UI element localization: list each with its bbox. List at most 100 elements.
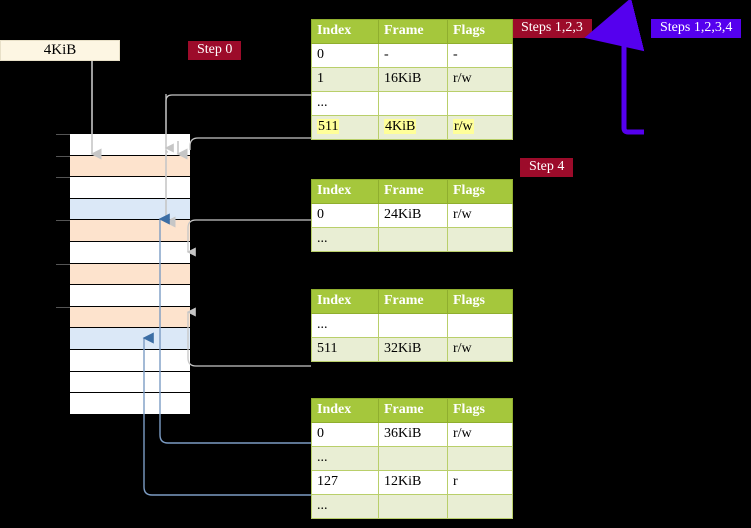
cell-highlight: 511: [317, 119, 340, 134]
cell-index: ...: [311, 91, 379, 116]
cell-flags: r/w: [447, 67, 513, 92]
badge-steps-123: Steps 1,2,3: [512, 19, 592, 38]
cell-highlight: 4KiB: [384, 119, 417, 134]
memory-row: [70, 263, 190, 286]
badge-step-4: Step 4: [520, 158, 574, 177]
memory-row: [70, 177, 190, 199]
memory-row-tick: [56, 220, 70, 222]
memory-row-tick: [56, 155, 70, 157]
cell-frame: [378, 227, 448, 252]
col-header-flags: Flags: [447, 179, 513, 204]
connector-t3-row511-to-memory: [186, 307, 311, 367]
table-row: ...: [311, 227, 513, 252]
cell-frame: 32KiB: [378, 337, 448, 362]
cell-index: ...: [311, 446, 379, 471]
cell-flags: r/w: [447, 115, 513, 140]
cell-index: ...: [311, 313, 379, 338]
badge-step-4-label: Step 4: [529, 159, 565, 174]
col-header-flags: Flags: [447, 289, 513, 314]
connector-t1-511-to-memory: [189, 137, 311, 150]
col-header-frame: Frame: [378, 289, 448, 314]
memory-row: [70, 328, 190, 350]
col-header-flags: Flags: [447, 19, 513, 44]
table-header-row: Index Frame Flags: [311, 289, 513, 314]
cell-frame: 4KiB: [378, 115, 448, 140]
col-header-index: Index: [311, 398, 379, 423]
connector-t2-row0-to-memory: [186, 219, 311, 257]
col-header-index: Index: [311, 179, 379, 204]
cell-flags: [447, 494, 513, 519]
memory-row-tick: [56, 263, 70, 265]
cell-flags: -: [447, 43, 513, 68]
col-header-frame: Frame: [378, 398, 448, 423]
col-header-flags: Flags: [447, 398, 513, 423]
col-header-index: Index: [311, 19, 379, 44]
cell-index: 0: [311, 43, 379, 68]
memory-row: [70, 242, 190, 264]
cell-flags: r/w: [447, 337, 513, 362]
cell-flags: r/w: [447, 203, 513, 228]
cell-frame: [378, 91, 448, 116]
table-row: ...: [311, 494, 513, 519]
table-row: ...: [311, 313, 513, 338]
cell-flags: [447, 227, 513, 252]
badge-steps-1234-label: Steps 1,2,3,4: [660, 20, 733, 35]
memory-row-tick: [56, 134, 70, 135]
badge-steps-1234: Steps 1,2,3,4: [651, 19, 742, 38]
cell-index: 511: [311, 337, 379, 362]
cell-frame: [378, 313, 448, 338]
cell-frame: 12KiB: [378, 470, 448, 495]
cell-flags: [447, 313, 513, 338]
cell-flags: [447, 91, 513, 116]
cell-frame: [378, 446, 448, 471]
table-row: ...: [311, 91, 513, 116]
cell-index: 0: [311, 422, 379, 447]
cell-index: ...: [311, 227, 379, 252]
memory-row: [70, 198, 190, 221]
cell-index: 1: [311, 67, 379, 92]
memory-row-tick: [56, 306, 70, 308]
cell-index: 511: [311, 115, 379, 140]
size-box-label: 4KiB: [43, 42, 77, 58]
cell-frame: 36KiB: [378, 422, 448, 447]
memory-row: [70, 393, 190, 415]
cell-frame: -: [378, 43, 448, 68]
memory-row-tick: [56, 177, 70, 179]
table-row: 511 4KiB r/w: [311, 115, 513, 140]
cell-index: 127: [311, 470, 379, 495]
cell-frame: 16KiB: [378, 67, 448, 92]
table-row: 0--: [311, 43, 513, 68]
cell-flags: [447, 446, 513, 471]
physical-memory-column: [56, 134, 190, 415]
memory-row: [70, 371, 190, 394]
memory-row: [70, 134, 190, 156]
memory-row: [70, 155, 190, 178]
cell-flags: r: [447, 470, 513, 495]
memory-row: [70, 220, 190, 242]
memory-row: [70, 350, 190, 372]
connector-steps-bracket: [584, 0, 645, 135]
badge-step-0-label: Step 0: [197, 42, 233, 57]
cell-frame: 24KiB: [378, 203, 448, 228]
cell-flags: r/w: [447, 422, 513, 447]
col-header-frame: Frame: [378, 179, 448, 204]
cell-highlight: r/w: [453, 119, 474, 134]
memory-row: [70, 306, 190, 329]
cell-index: 0: [311, 203, 379, 228]
size-box-4kib: 4KiB: [0, 40, 120, 61]
badge-step-0: Step 0: [188, 41, 242, 60]
memory-row: [70, 285, 190, 307]
col-header-frame: Frame: [378, 19, 448, 44]
col-header-index: Index: [311, 289, 379, 314]
